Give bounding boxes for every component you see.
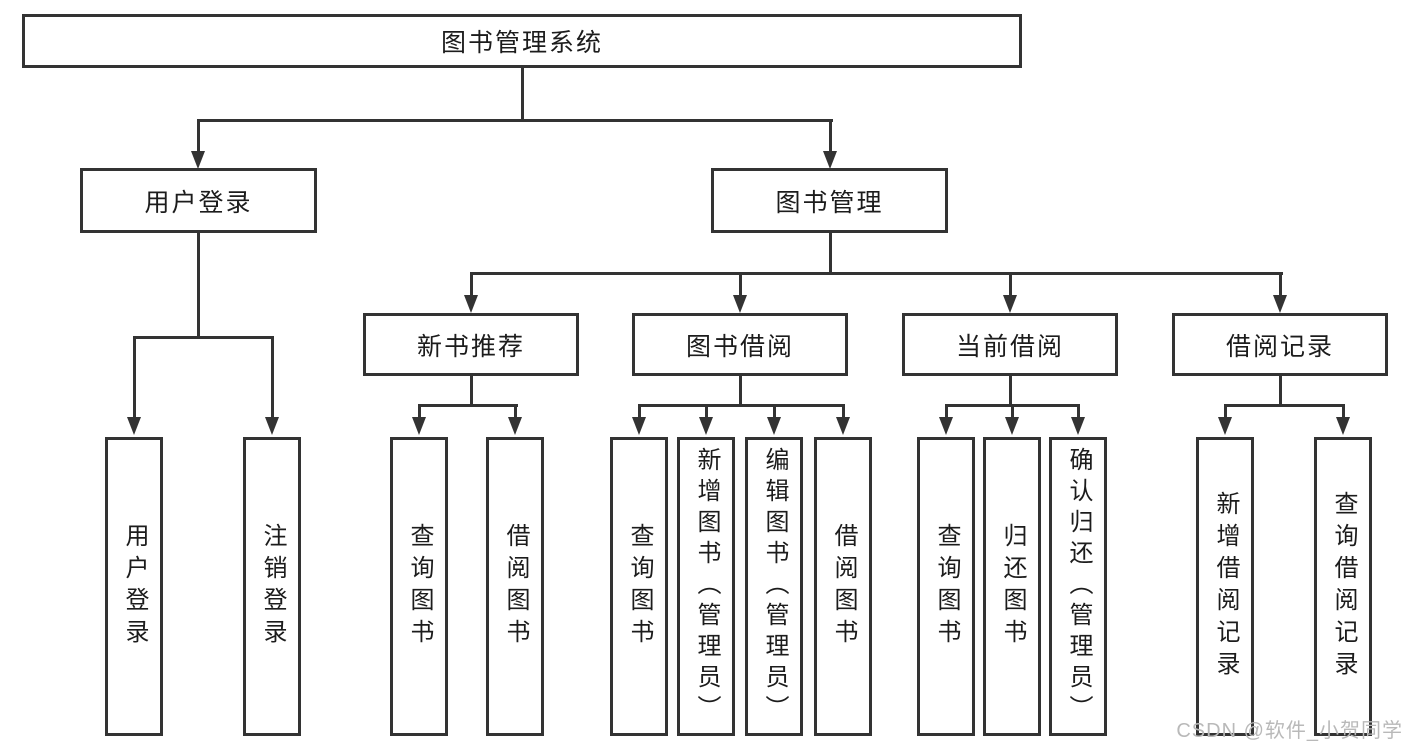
arrow-down-icon: [733, 295, 747, 313]
connector-vline: [520, 68, 524, 121]
csdn-watermark: CSDN @软件_小贺同学: [1176, 720, 1403, 742]
connector-hline: [417, 404, 518, 407]
arrow-down-icon: [1071, 417, 1085, 435]
connector-vline: [1010, 404, 1014, 418]
arrow-down-icon: [1003, 295, 1017, 313]
arrow-down-icon: [836, 417, 850, 435]
arrow-down-icon: [412, 417, 426, 435]
connector-vline: [132, 336, 136, 419]
arrow-down-icon: [1218, 417, 1232, 435]
arrow-down-icon: [767, 417, 781, 435]
connector-vline: [1278, 272, 1282, 297]
connector-vline: [513, 404, 517, 418]
arrow-down-icon: [508, 417, 522, 435]
connector-vline: [637, 404, 641, 418]
arrow-down-icon: [1273, 295, 1287, 313]
arrow-down-icon: [699, 417, 713, 435]
connector-vline: [270, 336, 274, 419]
connector-vline: [1008, 272, 1012, 297]
arrow-down-icon: [632, 417, 646, 435]
arrow-down-icon: [265, 417, 279, 435]
connector-hline: [132, 336, 274, 339]
connector-vline: [738, 376, 742, 406]
connector-vline: [1223, 404, 1227, 418]
arrow-down-icon: [127, 417, 141, 435]
connector-vline: [828, 119, 832, 153]
leaf-query-books-recommend: 查询图书: [390, 437, 448, 736]
node-book-borrowing: 图书借阅: [632, 313, 848, 376]
connector-vline: [772, 404, 776, 418]
arrow-down-icon: [939, 417, 953, 435]
leaf-confirm-return-admin: 确认归还（管理员）: [1049, 437, 1107, 736]
arrow-down-icon: [1005, 417, 1019, 435]
connector-hline: [469, 272, 1283, 275]
connector-hline: [637, 404, 845, 407]
leaf-query-books-current: 查询图书: [917, 437, 975, 736]
node-new-book-recommend: 新书推荐: [363, 313, 579, 376]
connector-vline: [417, 404, 421, 418]
connector-vline: [196, 119, 200, 153]
leaf-add-books-admin: 新增图书（管理员）: [677, 437, 735, 736]
connector-vline: [944, 404, 948, 418]
leaf-query-borrow-record: 查询借阅记录: [1314, 437, 1372, 736]
connector-vline: [1076, 404, 1080, 418]
arrow-down-icon: [1336, 417, 1350, 435]
connector-hline: [196, 119, 833, 122]
connector-vline: [469, 376, 473, 406]
arrow-down-icon: [823, 151, 837, 169]
connector-vline: [1008, 376, 1012, 406]
connector-vline: [196, 233, 200, 339]
arrow-down-icon: [191, 151, 205, 169]
connector-vline: [1278, 376, 1282, 406]
node-root-library-management-system: 图书管理系统: [22, 14, 1022, 68]
node-user-login: 用户登录: [80, 168, 317, 233]
node-book-management: 图书管理: [711, 168, 948, 233]
connector-vline: [1341, 404, 1345, 418]
leaf-edit-books-admin: 编辑图书（管理员）: [745, 437, 803, 736]
connector-vline: [828, 233, 832, 274]
connector-hline: [1223, 404, 1345, 407]
connector-vline: [704, 404, 708, 418]
node-borrowing-records: 借阅记录: [1172, 313, 1388, 376]
leaf-add-borrow-record: 新增借阅记录: [1196, 437, 1254, 736]
connector-vline: [738, 272, 742, 297]
arrow-down-icon: [464, 295, 478, 313]
leaf-query-books-borrowing: 查询图书: [610, 437, 668, 736]
leaf-user-login: 用户登录: [105, 437, 163, 736]
leaf-logout: 注销登录: [243, 437, 301, 736]
connector-vline: [469, 272, 473, 297]
leaf-borrow-books-recommend: 借阅图书: [486, 437, 544, 736]
leaf-return-books: 归还图书: [983, 437, 1041, 736]
connector-vline: [841, 404, 845, 418]
leaf-borrow-books: 借阅图书: [814, 437, 872, 736]
node-current-borrowing: 当前借阅: [902, 313, 1118, 376]
